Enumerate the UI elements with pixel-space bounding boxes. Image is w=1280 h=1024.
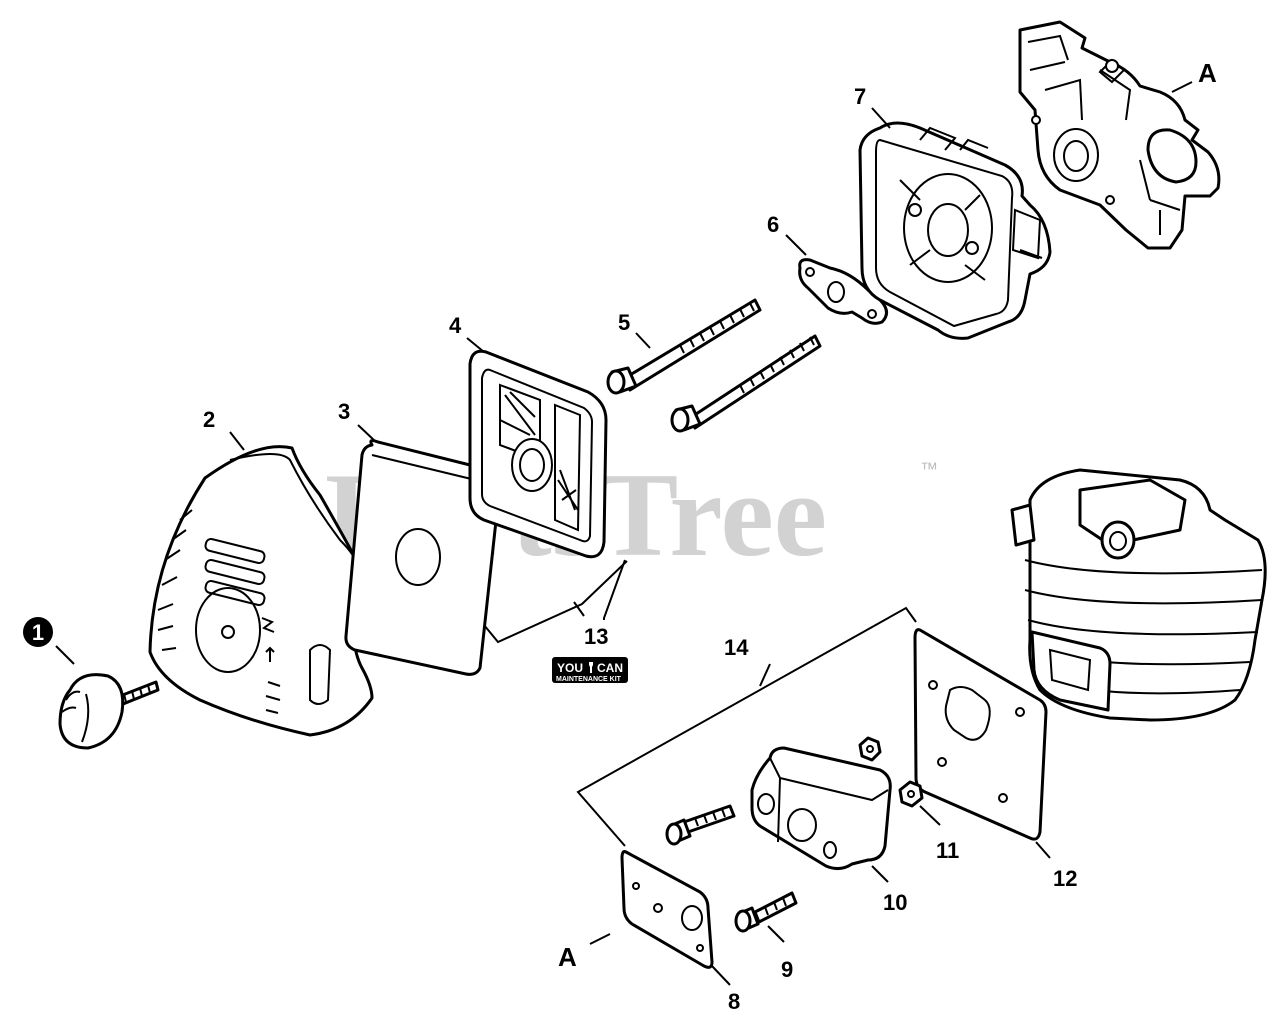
part-7-air-cleaner-case[interactable] — [858, 121, 1052, 340]
part-4-air-filter[interactable] — [468, 349, 608, 559]
callout-5: 5 — [618, 310, 630, 335]
callout-3: 3 — [338, 399, 350, 424]
leader-lines — [55, 81, 1193, 986]
part-2-air-cleaner-cover[interactable] — [148, 445, 376, 737]
callout-2: 2 — [203, 407, 215, 432]
part-12-gasket[interactable] — [913, 628, 1048, 841]
carburetor[interactable] — [1018, 20, 1221, 250]
callout-6: 6 — [767, 212, 779, 237]
kit-badge-you: YOU — [557, 661, 583, 675]
callout-1-badge — [23, 617, 53, 647]
wrench-icon — [589, 662, 593, 673]
part-6-spacer[interactable] — [798, 258, 888, 325]
part-1-knob[interactable] — [58, 673, 160, 750]
callout-11: 11 — [936, 838, 959, 863]
callout-4: 4 — [449, 313, 462, 338]
callouts: 1 2 3 4 5 6 7 8 9 10 11 12 13 14 A A — [23, 58, 1217, 1014]
part-3-prefilter[interactable] — [344, 439, 502, 676]
callout-a-bottom: A — [558, 942, 577, 972]
callout-12: 12 — [1053, 866, 1077, 891]
callout-8: 8 — [728, 989, 740, 1014]
callout-10: 10 — [883, 890, 907, 915]
part-8-gasket[interactable] — [620, 850, 714, 969]
kit-badge-can: CAN — [597, 661, 623, 675]
kit-badge-maintenance: MAINTENANCE KIT — [556, 676, 622, 683]
callout-1: 1 — [32, 620, 44, 645]
maintenance-kit-badge: YOU CAN MAINTENANCE KIT — [552, 657, 628, 683]
cylinder[interactable] — [1010, 468, 1267, 722]
part-11-nuts[interactable] — [858, 736, 924, 808]
callout-14: 14 — [724, 635, 749, 660]
part-5-bolts[interactable] — [606, 298, 822, 433]
callout-9: 9 — [781, 957, 793, 982]
callout-7: 7 — [854, 84, 866, 109]
part-9-bolts[interactable] — [665, 804, 798, 933]
part-10-insulator[interactable] — [750, 746, 892, 871]
trademark-symbol: ™ — [920, 459, 938, 479]
callout-a-top: A — [1198, 58, 1217, 88]
callout-13: 13 — [584, 624, 608, 649]
